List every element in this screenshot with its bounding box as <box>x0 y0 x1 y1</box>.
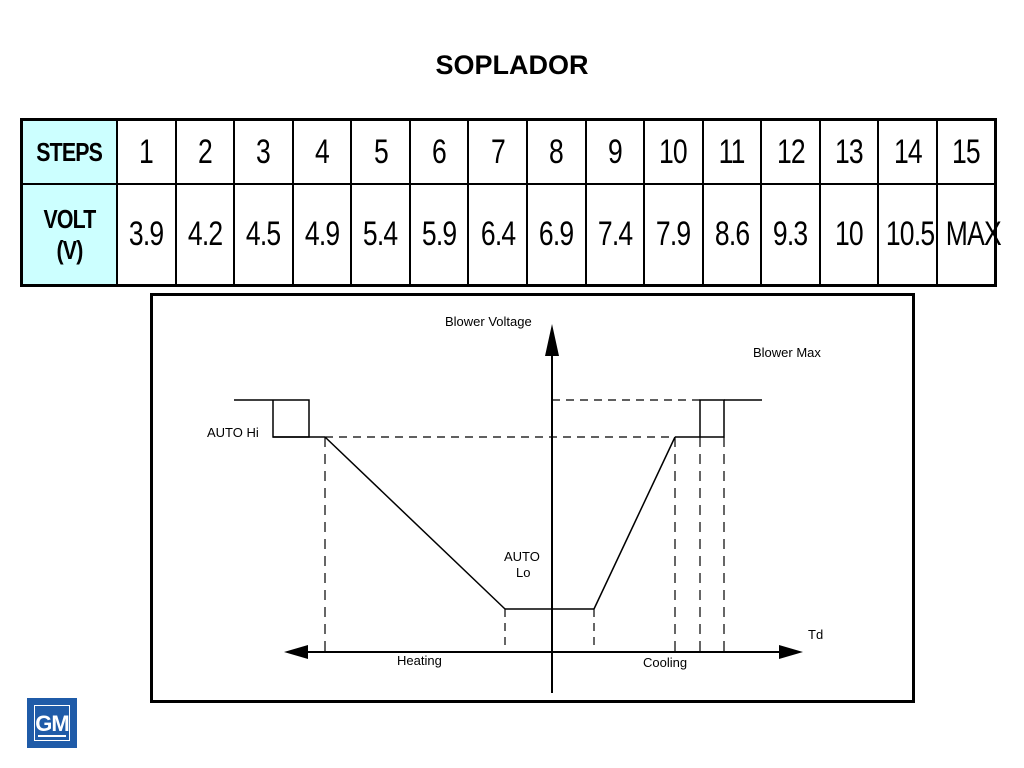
heating-ramp <box>324 436 506 610</box>
gm-logo: GM <box>27 698 77 748</box>
step-cell: 2 <box>174 118 236 186</box>
x-axis-right-arrow-icon <box>779 645 803 659</box>
step-cell: 12 <box>760 118 821 186</box>
blower-voltage-diagram: Blower Voltage Blower Max AUTO Hi AUTO L… <box>150 293 915 703</box>
cooling-label: Cooling <box>643 655 687 670</box>
page-title: SOPLADOR <box>435 50 589 80</box>
step-cell: 1 <box>116 118 177 186</box>
step-cell: 9 <box>584 118 646 186</box>
step-cell: 10 <box>643 118 704 186</box>
volt-cell: 9.3 <box>760 183 821 287</box>
volt-cell: 5.4 <box>350 183 411 287</box>
volt-cell: 8.6 <box>701 183 763 287</box>
volt-cell: 7.4 <box>584 183 646 287</box>
step-cell: 14 <box>877 118 938 186</box>
steps-row: STEPS 1 2 3 4 5 6 7 8 9 10 11 12 13 14 1… <box>20 118 997 186</box>
blower-steps-table: STEPS 1 2 3 4 5 6 7 8 9 10 11 12 13 14 1… <box>20 118 1002 287</box>
volt-cell: 6.4 <box>467 183 528 287</box>
auto-hi-label: AUTO Hi <box>207 425 259 440</box>
volt-cell: 7.9 <box>643 183 704 287</box>
step-cell: 15 <box>935 118 997 186</box>
volt-cell: 5.9 <box>408 183 470 287</box>
auto-lo-label-2: Lo <box>516 565 530 580</box>
x-axis-left-arrow-icon <box>284 645 308 659</box>
volt-cell: 4.9 <box>291 183 353 287</box>
blower-max-label: Blower Max <box>753 345 821 360</box>
volts-row: VOLT (V) 3.9 4.2 4.5 4.9 5.4 5.9 6.4 6.9… <box>20 183 1002 287</box>
cooling-max-step <box>675 399 725 438</box>
step-cell: 5 <box>350 118 411 186</box>
step-cell: 11 <box>701 118 763 186</box>
auto-lo-label: AUTO <box>504 549 540 564</box>
volt-cell: MAX <box>935 183 1002 287</box>
steps-header: STEPS <box>20 118 118 186</box>
volt-cell: 4.2 <box>174 183 236 287</box>
x-axis-label: Td <box>808 627 823 642</box>
heating-label: Heating <box>397 653 442 668</box>
volts-header: VOLT (V) <box>20 183 118 287</box>
volt-cell: 10.5 <box>877 183 938 287</box>
y-axis-arrow-icon <box>545 324 559 356</box>
y-axis-label: Blower Voltage <box>445 314 532 329</box>
gm-logo-underline <box>38 735 66 737</box>
step-cell: 7 <box>467 118 528 186</box>
step-cell: 13 <box>818 118 880 186</box>
step-cell: 4 <box>291 118 353 186</box>
volt-cell: 3.9 <box>116 183 177 287</box>
cooling-ramp <box>593 436 676 610</box>
step-cell: 6 <box>408 118 470 186</box>
diagram-svg: Blower Voltage Blower Max AUTO Hi AUTO L… <box>207 314 823 693</box>
volt-cell: 10 <box>818 183 880 287</box>
volt-cell: 6.9 <box>525 183 587 287</box>
gm-logo-text: GM <box>34 705 70 741</box>
step-cell: 3 <box>233 118 294 186</box>
step-cell: 8 <box>525 118 587 186</box>
volt-cell: 4.5 <box>233 183 294 287</box>
